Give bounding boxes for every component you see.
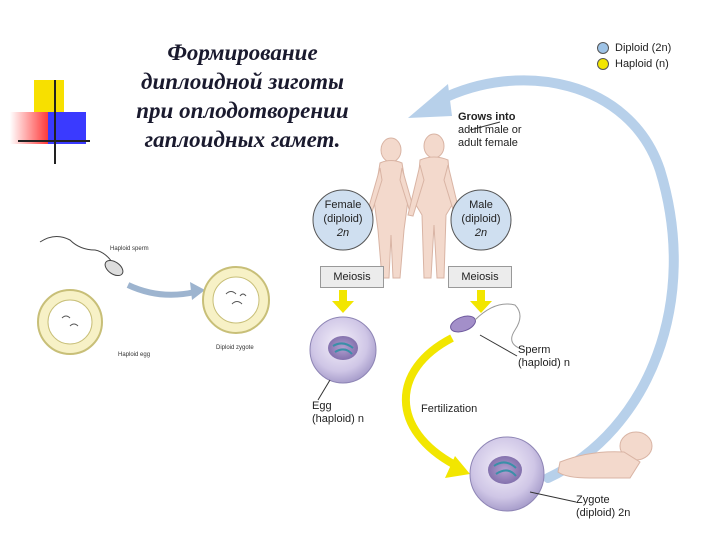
left-figure-sperm	[39, 236, 124, 277]
title-line-2: диплоидной зиготы	[141, 69, 344, 94]
female-label-line-1: Female	[324, 199, 362, 211]
grows-into-line-1: Grows into	[458, 111, 516, 123]
adult-male-figure	[407, 133, 461, 279]
male-diploid-circle	[450, 189, 512, 251]
female-label-line-2: (diploid)	[323, 213, 363, 225]
egg-label: Egg (haploid) n	[312, 400, 364, 426]
slide-title: Формирование диплоидной зиготы при оплод…	[100, 38, 385, 154]
left-diploid-zygote-label: Diploid zygote	[216, 345, 254, 351]
adult-female-figure	[367, 137, 415, 279]
title-line-1: Формирование	[167, 40, 318, 65]
fertilization-label: Fertilization	[421, 403, 478, 415]
title-line-4: гаплоидных гамет.	[144, 127, 341, 152]
zygote-label-line-1: Zygote	[576, 494, 610, 506]
legend-haploid-label: Haploid (n)	[615, 57, 669, 70]
sperm-label-line-1: Sperm	[518, 344, 551, 356]
left-haploid-egg-label: Haploid egg	[118, 352, 151, 358]
male-label-line-2: (diploid)	[461, 213, 501, 225]
decor-horizontal-line	[18, 140, 90, 142]
grows-into-line-2: adult male or	[458, 124, 522, 136]
sperm-head	[450, 315, 476, 333]
male-label-line-3: 2n	[474, 227, 488, 239]
egg-label-line-1: Egg	[312, 400, 332, 412]
fertilization-arrowhead	[445, 456, 470, 478]
meiosis-arrow-left	[332, 290, 354, 313]
legend: Diploid (2n) Haploid (n)	[597, 40, 671, 72]
female-diploid-circle	[312, 189, 374, 251]
diploid-swatch	[597, 42, 609, 54]
sperm-label-line-2: (haploid) n	[518, 357, 570, 369]
zygote-label: Zygote (diploid) 2n	[576, 494, 630, 520]
egg-label-line-2: (haploid) n	[312, 413, 364, 425]
egg-nucleus	[328, 336, 358, 360]
female-label-line-3: 2n	[336, 227, 350, 239]
sperm-tail	[474, 303, 526, 351]
decor-yellow-square	[34, 80, 64, 118]
haploid-swatch	[597, 58, 609, 70]
decor-squares	[10, 80, 90, 165]
female-label: Female (diploid) 2n	[313, 198, 373, 240]
left-haploid-sperm-label: Haploid sperm	[110, 246, 149, 252]
cycle-arrowhead-blue	[408, 84, 452, 118]
male-label-line-1: Male	[469, 199, 493, 211]
grows-into-line-3: adult female	[458, 137, 518, 149]
fertilization-arrow-yellow	[402, 334, 457, 469]
sperm-label: Sperm (haploid) n	[518, 344, 570, 370]
grows-into-label: Grows into adult male or adult female	[458, 111, 522, 150]
cycle-arrow-blue	[435, 75, 679, 483]
male-label: Male (diploid) 2n	[451, 198, 511, 240]
left-figure-arrow	[126, 282, 196, 298]
meiosis-box-left: Meiosis	[320, 266, 384, 288]
meiosis-arrow-right	[470, 290, 492, 313]
legend-diploid-label: Diploid (2n)	[615, 41, 672, 54]
decor-vertical-line	[54, 80, 56, 164]
decor-red-square	[10, 112, 48, 144]
title-line-3: при оплодотворении	[136, 98, 349, 123]
baby-figure	[557, 431, 653, 479]
zygote-label-line-2: (diploid) 2n	[576, 507, 631, 519]
meiosis-box-right: Meiosis	[448, 266, 512, 288]
